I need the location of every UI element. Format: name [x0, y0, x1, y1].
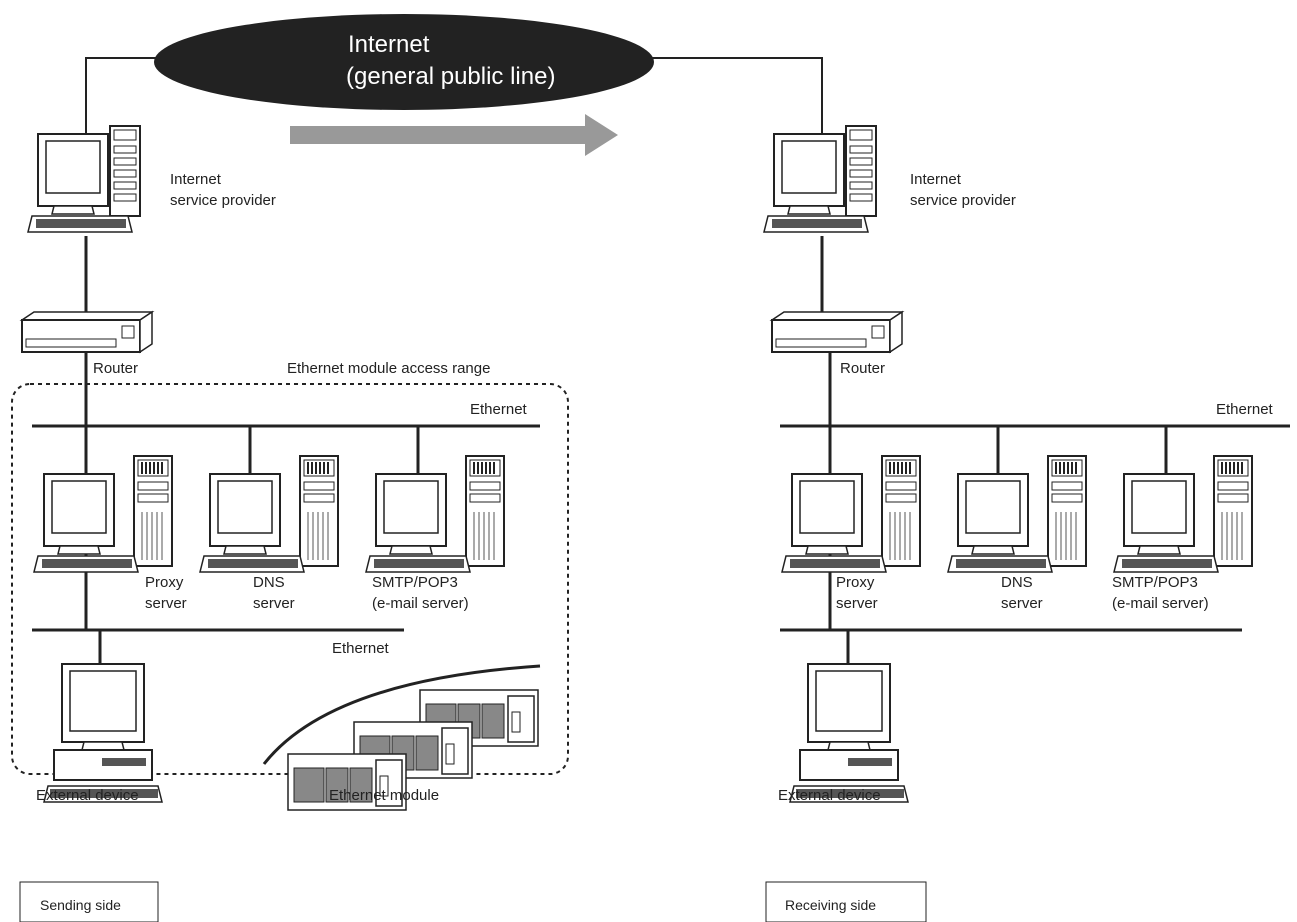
receiving-router-label: Router: [840, 360, 885, 377]
access-range-label: Ethernet module access range: [287, 360, 490, 377]
receiving-external-device-icon: [789, 663, 909, 803]
receiving-isp-computer-icon: [763, 125, 877, 233]
sending-ethernet-bottom-label: Ethernet: [332, 640, 390, 657]
sending-dns-server-icon: [199, 455, 339, 573]
receiving-proxy-server-icon: [781, 455, 921, 573]
sending-side-box: [19, 881, 159, 922]
sending-dns-label: DNS: [253, 574, 285, 591]
receiving-side-box: [765, 881, 927, 922]
sending-external-device-label: External device: [36, 787, 139, 804]
receiving-ethernet-top-label: Ethernet: [1216, 401, 1274, 418]
receiving-external-device-label: External device: [778, 787, 881, 804]
receiving-proxy-label-2: server: [836, 595, 878, 612]
sending-isp-label: Internet: [170, 171, 222, 188]
sending-dns-label-2: server: [253, 595, 295, 612]
transfer-arrow-icon: [290, 114, 618, 156]
internet-title: Internet: [348, 31, 430, 58]
receiving-side-label: Receiving side: [785, 897, 876, 913]
internet-subtitle: (general public line): [346, 63, 555, 90]
access-range-label-bg: [282, 356, 550, 378]
ethernet-module-label: Ethernet module: [329, 787, 439, 804]
internet-cloud: [85, 14, 823, 146]
sending-ethernet-top-label: Ethernet: [470, 401, 528, 418]
sending-proxy-server-icon: [33, 455, 173, 573]
sending-smtp-label-2: (e-mail server): [372, 595, 469, 612]
sending-side-label: Sending side: [40, 897, 121, 913]
sending-smtp-label: SMTP/POP3: [372, 574, 458, 591]
sending-proxy-label-2: server: [145, 595, 187, 612]
receiving-smtp-server-icon: [1113, 455, 1253, 573]
sending-proxy-label: Proxy: [145, 574, 184, 591]
sending-isp-label-2: service provider: [170, 192, 276, 209]
receiving-dns-label: DNS: [1001, 574, 1033, 591]
access-range-boundary: [11, 383, 569, 775]
sending-router-icon: [21, 311, 153, 353]
receiving-dns-server-icon: [947, 455, 1087, 573]
sending-smtp-server-icon: [365, 455, 505, 573]
sending-router-label: Router: [93, 360, 138, 377]
receiving-smtp-label-2: (e-mail server): [1112, 595, 1209, 612]
receiving-router-icon: [771, 311, 903, 353]
receiving-isp-label-2: service provider: [910, 192, 1016, 209]
receiving-isp-label: Internet: [910, 171, 962, 188]
sending-external-device-icon: [43, 663, 163, 803]
ethernet-module-connection: [262, 664, 541, 765]
sending-isp-computer-icon: [27, 125, 141, 233]
receiving-proxy-label: Proxy: [836, 574, 875, 591]
receiving-smtp-label: SMTP/POP3: [1112, 574, 1198, 591]
receiving-dns-label-2: server: [1001, 595, 1043, 612]
